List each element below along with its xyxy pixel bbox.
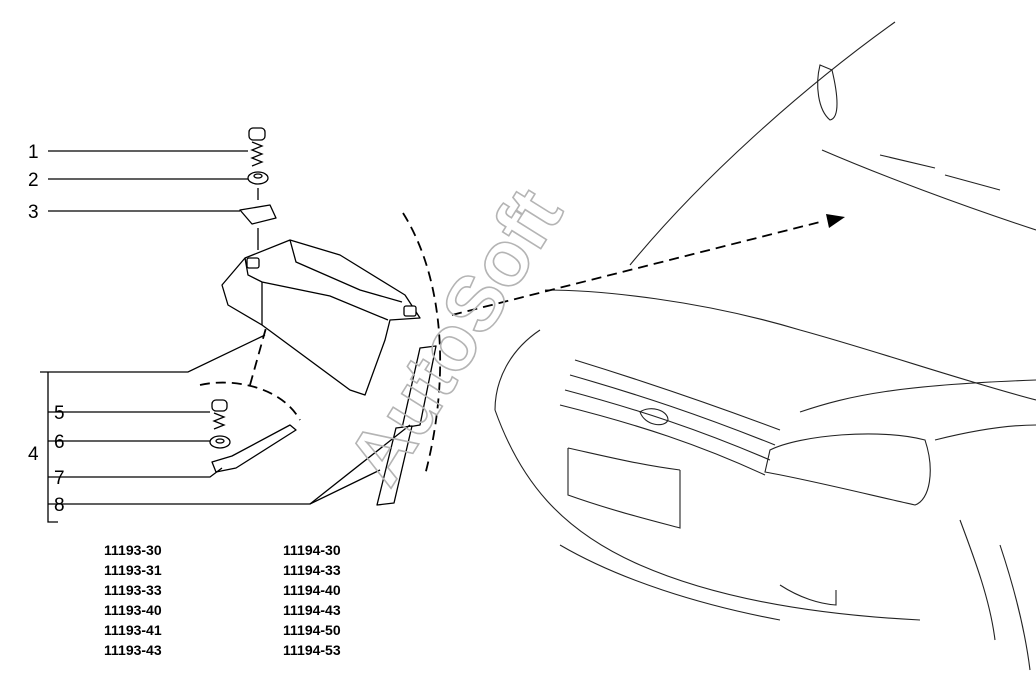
callout-2: 2 (28, 170, 39, 191)
model-code: 11194-40 (283, 582, 341, 598)
model-code: 11193-30 (104, 542, 162, 558)
callout-numbers: 1 2 3 4 5 6 7 8 (28, 142, 65, 516)
model-code: 11194-43 (283, 602, 341, 618)
model-code: 11193-43 (104, 642, 162, 658)
screw-part-1 (248, 127, 266, 167)
model-code: 11194-53 (283, 642, 341, 658)
callout-6: 6 (54, 432, 65, 453)
model-code: 11193-41 (104, 622, 162, 638)
model-codes-left: 11193-30 11193-31 11193-33 11193-40 1119… (104, 542, 162, 658)
callout-1: 1 (28, 142, 39, 163)
callout-4: 4 (28, 444, 39, 465)
model-code: 11193-31 (104, 562, 162, 578)
callout-5: 5 (54, 403, 65, 424)
foam-strip-part-8b (376, 425, 413, 506)
callout-8: 8 (54, 495, 65, 516)
callout-7: 7 (54, 468, 65, 489)
model-code: 11194-30 (283, 542, 341, 558)
leader-lines (40, 150, 411, 523)
callout-3: 3 (28, 202, 39, 223)
car-front-outline (494, 21, 1036, 671)
model-code: 11193-33 (104, 582, 162, 598)
model-code: 11193-40 (104, 602, 162, 618)
clip-part-3 (239, 204, 277, 225)
parts (209, 127, 437, 506)
cable-tie-part-7 (211, 424, 297, 473)
model-code: 11194-33 (283, 562, 341, 578)
arrow-head-right (826, 214, 845, 228)
model-codes-right: 11194-30 11194-33 11194-40 11194-43 1119… (283, 542, 341, 658)
foam-strip-part-8a (401, 345, 437, 429)
model-code: 11194-50 (283, 622, 341, 638)
screw-part-5 (211, 399, 228, 430)
